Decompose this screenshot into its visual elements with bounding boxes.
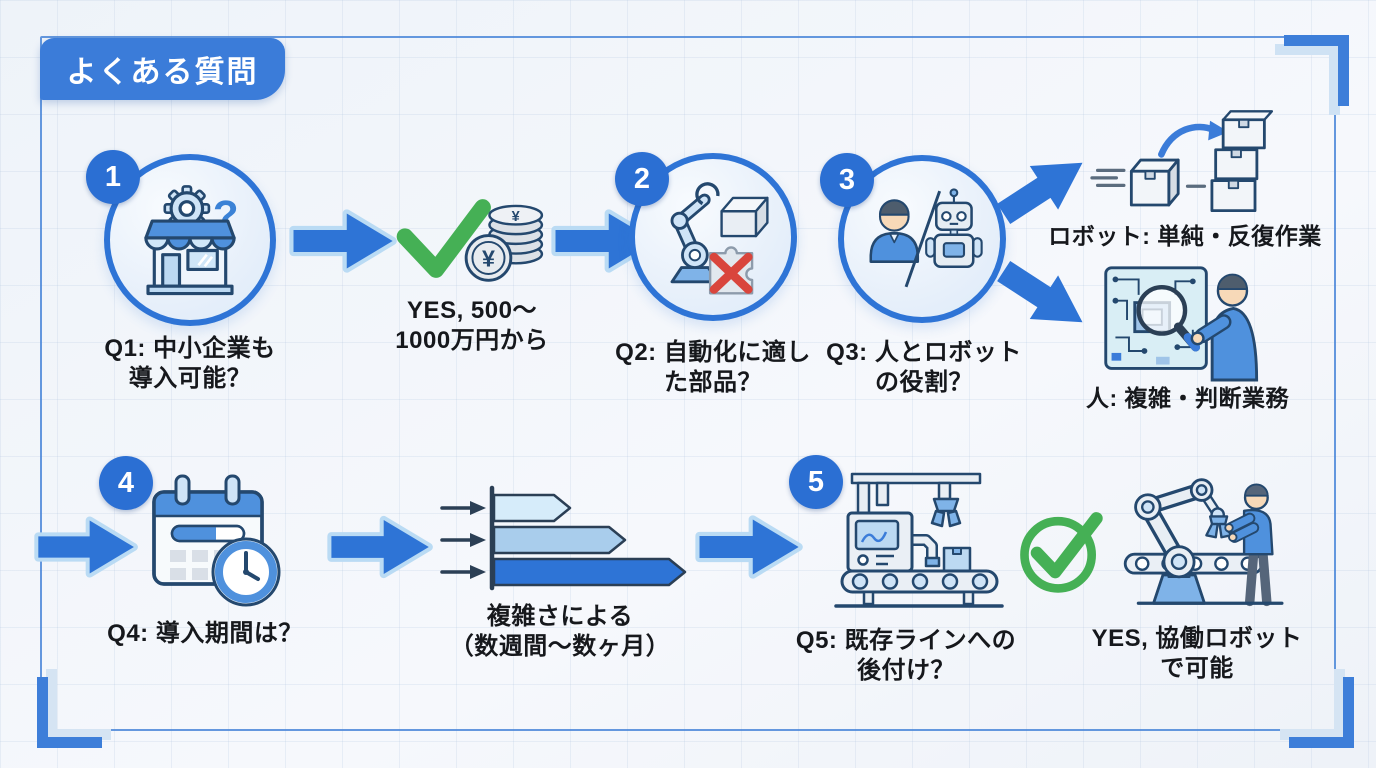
q5-number-badge: 5 — [789, 455, 843, 509]
q4-number-badge: 4 — [99, 456, 153, 510]
corner-bracket-bottom-right-shadow — [1280, 669, 1345, 740]
check-circle-icon — [1020, 512, 1103, 593]
robot-arm-parts-icon — [670, 182, 769, 295]
factory-line-icon — [834, 472, 1004, 608]
arrow-branch-down — [997, 261, 1083, 323]
check-coins-icon: ¥ ¥ — [396, 199, 544, 282]
arrow-right-1 — [289, 209, 397, 273]
corner-bracket-top-right-shadow — [1275, 44, 1340, 115]
a4-label: 複雑さによる （数週間〜数ヶ月） — [449, 603, 671, 661]
arrow-right-3 — [327, 515, 433, 579]
page-title: よくある質問 — [40, 38, 285, 100]
q3-number-badge: 3 — [820, 153, 874, 207]
stacked-boxes-icon — [1090, 110, 1274, 213]
svg-text:¥: ¥ — [482, 246, 495, 272]
q4-label: Q4: 導入期間は？ — [107, 620, 303, 647]
cobot-icon — [1123, 478, 1284, 607]
q1-label: Q1: 中小企業も 導入可能？ — [104, 335, 276, 393]
duration-bars-icon — [440, 485, 687, 591]
q2-number-badge: 2 — [615, 152, 669, 206]
corner-bracket-bottom-left — [37, 677, 102, 748]
arrow-branch-up — [997, 162, 1083, 224]
human-robot-icon — [869, 188, 983, 288]
q2-node — [629, 153, 797, 321]
corner-bracket-bottom-right — [1289, 677, 1354, 748]
circuit-inspect-icon — [1104, 266, 1259, 382]
a5-label: YES, 協働ロボット で可能 — [1091, 625, 1303, 683]
q1-number-badge: 1 — [86, 150, 140, 204]
corner-bracket-bottom-left-shadow — [46, 669, 111, 740]
arrow-right-row2-entry — [34, 516, 138, 578]
branch-human-label: 人: 複雑・判断業務 — [1085, 385, 1290, 411]
q5-label: Q5: 既存ラインへの 後付け？ — [795, 627, 1017, 685]
frame-border — [40, 36, 1336, 731]
arrow-right-4 — [695, 515, 803, 579]
svg-text:¥: ¥ — [512, 209, 521, 225]
store-question-icon: ? — [144, 185, 239, 296]
a1-label: YES, 500〜 1000万円から — [395, 297, 549, 355]
q3-label: Q3: 人とロボット の役割？ — [826, 339, 1022, 397]
branch-robot-label: ロボット: 単純・反復作業 — [1048, 223, 1322, 249]
corner-bracket-top-right — [1284, 35, 1349, 106]
q1-node: ? — [104, 154, 276, 326]
q2-label: Q2: 自動化に適し た部品？ — [615, 339, 811, 397]
calendar-clock-icon — [152, 474, 281, 607]
